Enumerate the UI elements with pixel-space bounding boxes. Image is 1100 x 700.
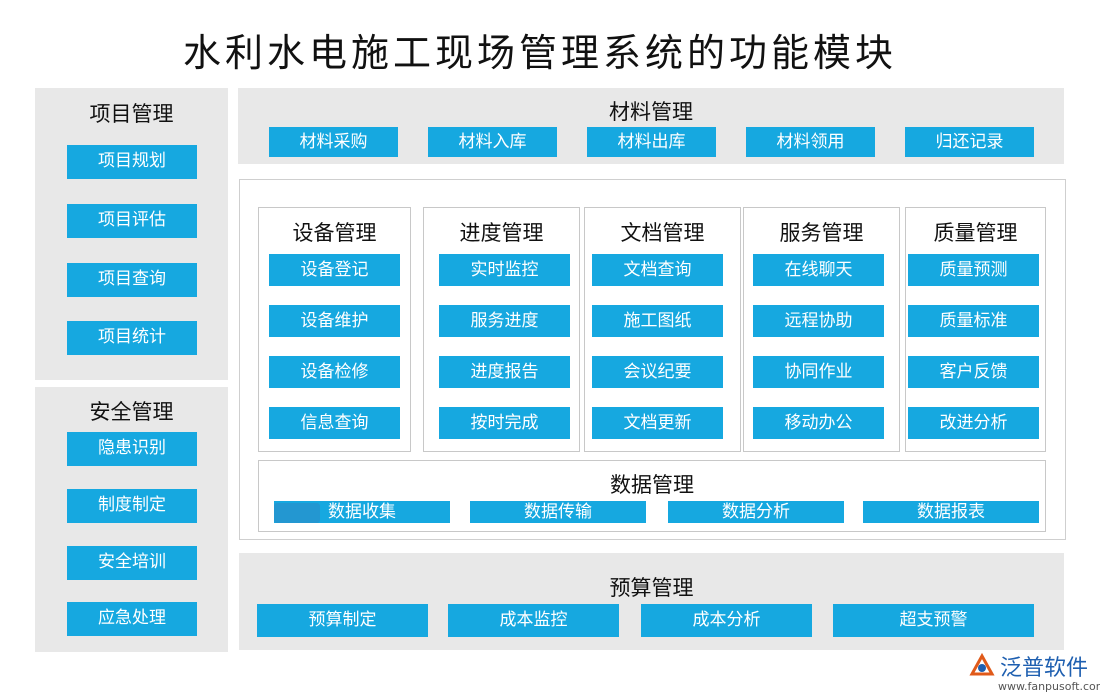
project-item[interactable]: 项目评估 [67, 204, 197, 238]
material-item[interactable]: 材料采购 [269, 127, 398, 157]
safety-heading: 安全管理 [89, 400, 174, 424]
data-mgmt-item[interactable]: 数据分析 [668, 501, 844, 523]
service-item[interactable]: 远程协助 [753, 305, 884, 337]
logo-name: 泛普软件 [1000, 656, 1089, 681]
budget-item[interactable]: 成本监控 [448, 604, 619, 637]
quality-item[interactable]: 质量标准 [908, 305, 1039, 337]
progress-item[interactable]: 进度报告 [439, 356, 570, 388]
safety-item[interactable]: 制度制定 [67, 489, 197, 523]
watermark [274, 503, 320, 523]
service-item[interactable]: 协同作业 [753, 356, 884, 388]
logo-mark-icon [969, 652, 995, 676]
document-heading: 文档管理 [620, 221, 705, 245]
progress-heading: 进度管理 [459, 221, 544, 245]
equipment-item[interactable]: 设备登记 [269, 254, 400, 286]
safety-item[interactable]: 安全培训 [67, 546, 197, 580]
budget-item[interactable]: 成本分析 [641, 604, 812, 637]
quality-item[interactable]: 改进分析 [908, 407, 1039, 439]
document-item[interactable]: 文档查询 [592, 254, 723, 286]
document-item[interactable]: 文档更新 [592, 407, 723, 439]
service-item[interactable]: 在线聊天 [753, 254, 884, 286]
progress-item[interactable]: 实时监控 [439, 254, 570, 286]
quality-item[interactable]: 质量预测 [908, 254, 1039, 286]
equipment-item[interactable]: 设备检修 [269, 356, 400, 388]
diagram-title: 水利水电施工现场管理系统的功能模块 [182, 31, 897, 75]
quality-heading: 质量管理 [933, 221, 1018, 245]
brand-logo: 泛普软件 www.fanpusoft.com [968, 650, 1100, 696]
safety-item[interactable]: 隐患识别 [67, 432, 197, 466]
budget-item[interactable]: 超支预警 [833, 604, 1034, 637]
material-item[interactable]: 材料入库 [428, 127, 557, 157]
progress-item[interactable]: 服务进度 [439, 305, 570, 337]
budget-item[interactable]: 预算制定 [257, 604, 428, 637]
data-mgmt-heading: 数据管理 [610, 473, 694, 497]
quality-item[interactable]: 客户反馈 [908, 356, 1039, 388]
progress-item[interactable]: 按时完成 [439, 407, 570, 439]
equipment-item[interactable]: 设备维护 [269, 305, 400, 337]
safety-item[interactable]: 应急处理 [67, 602, 197, 636]
data-mgmt-item[interactable]: 数据报表 [863, 501, 1039, 523]
project-item[interactable]: 项目规划 [67, 145, 197, 179]
logo-url: www.fanpusoft.com [998, 680, 1100, 693]
material-item[interactable]: 材料出库 [587, 127, 716, 157]
data-mgmt-item[interactable]: 数据传输 [470, 501, 646, 523]
document-item[interactable]: 施工图纸 [592, 305, 723, 337]
material-item[interactable]: 材料领用 [746, 127, 875, 157]
project-item[interactable]: 项目统计 [67, 321, 197, 355]
project-heading: 项目管理 [89, 102, 174, 126]
equipment-item[interactable]: 信息查询 [269, 407, 400, 439]
material-heading: 材料管理 [609, 100, 693, 124]
material-item[interactable]: 归还记录 [905, 127, 1034, 157]
data-mgmt-item[interactable]: 数据收集 [274, 501, 450, 523]
equipment-heading: 设备管理 [292, 221, 377, 245]
document-item[interactable]: 会议纪要 [592, 356, 723, 388]
project-item[interactable]: 项目查询 [67, 263, 197, 297]
service-item[interactable]: 移动办公 [753, 407, 884, 439]
budget-heading: 预算管理 [609, 576, 694, 600]
service-heading: 服务管理 [779, 221, 864, 245]
